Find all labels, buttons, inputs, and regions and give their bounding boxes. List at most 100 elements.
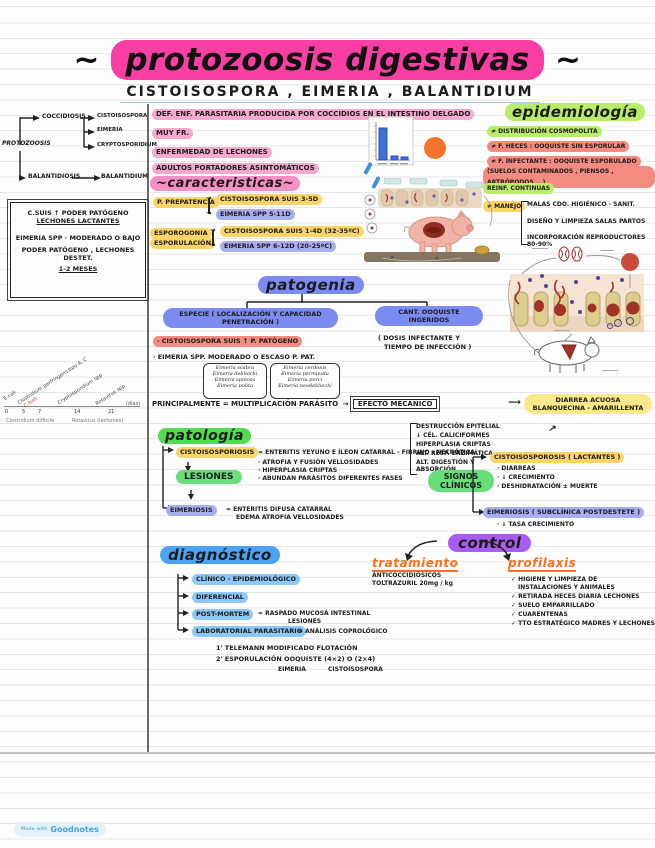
patogenia-eimeria-line: · EIMERIA SPP. MODERADO O ESCASO P. PAT. [153,353,316,361]
definition-line-3: ENFERMEDAD DE LECHONES [152,147,272,158]
tree-node-coccidiosis: COCCIDIOSIS [42,113,86,120]
patologia-bullet: · ATROFIA Y FUSIÓN VELLOSIDADES [258,459,379,466]
diag-item-3-note-1: = RASPADO MUCOSA INTESTINAL [258,610,371,617]
timeline-tick: 0 [5,409,9,415]
tratamiento-line-2: TOLTRAZURIL 20mg / kg [372,580,453,587]
species-name: Eimeria perminuta [281,371,329,377]
pathogenicity-box: C.SUIS ↑ PODER PATÓGENO LECHONES LACTANT… [7,199,149,301]
patologia-heading: patología [158,428,251,444]
prepatencia-label: P. PREPATENCIA [153,197,219,208]
pig-illustration [404,210,474,255]
tree-node-cryptosporidium: CRYPTOSPORIDIUM [97,142,157,148]
profilaxis-check: ✓ TTO ESTRATÉGICO MADRES Y LECHONES [511,620,655,627]
efecto-item: ALT. DIGESTIÓN Y ABSORCIÓN [416,459,475,473]
pathobox-line: 1-2 MESES [58,265,98,273]
signos-clinicos-bubble: SIGNOS CLÍNICOS [428,470,494,492]
profilaxis-check: ✓ SUELO EMPARRILLADO [511,602,595,609]
page-subtitle: CISTOISOSPORA , EIMERIA , BALANTIDIUM [120,84,540,103]
patologia-eimeriosis-label: EIMERIOSIS [166,505,217,516]
patologia-bullet: · HIPERPLASIA CRIPTAS [258,467,338,474]
diarrea-line: DIARREA ACUOSA [555,396,621,404]
arrow-icon [206,194,211,202]
signos-bullet: · DIARREAS [497,465,536,472]
profilaxis-check-cont: INSTALACIONES Y ANIMALES [518,584,615,591]
patogenia-cantidad-bubble: CANT. OOQUISTE INGERIDOS [375,306,483,326]
esporogonia-eimeria: EIMERIA SPP 6-12D (20-25ºC) [220,241,337,252]
timeline-axis [4,406,140,407]
patologia-eimeriosis-text-2: EDEMA ATROFIA VELLOSIDADES [236,514,344,521]
signos-line: CLÍNICOS [439,481,483,490]
efecto-item: ALT. RESP. ENZIMÁTICA [416,450,493,457]
tree-node-cistoisospora: CISTOISOSPORA [97,113,148,119]
signos-connector-lines [472,454,487,515]
species-name: Eimeria cerdonis [283,365,327,371]
species-name: Eimeria spinosa [214,377,256,383]
signos-eimeriosis-text: EIMERIOSIS ( SUBCLÍNICA POSTDESTETE ) [483,507,645,518]
timeline-tick: 7 [38,409,42,415]
prepatencia-eimeria: EIMERIA SPP 5-11D [216,209,295,220]
goodnotes-made-with: Made with [21,827,48,832]
goodnotes-badge[interactable]: Made with Goodnotes [14,822,106,837]
title-tilde-right: ~ [554,42,582,78]
epidemiologia-heading-text: epidemiología [505,103,645,121]
patogenia-efectos-list: DESTRUCCIÓN EPITELIAL ↓ CÉL. CALICIFORME… [410,423,512,475]
bar-chart-figure [368,116,414,166]
patogenia-especie-bubble: ESPECIE ( LOCALIZACIÓN Y CAPACIDAD PENET… [163,308,338,328]
definition-line-2: MUY FR. [152,128,194,139]
pathobox-line: C.SUIS ↑ PODER PATÓGENO [27,209,129,217]
pathobox-line: LECHONES LACTANTES [36,217,120,225]
epi-item-3: ≠ F. INFECTANTE : OOQUISTE ESPORULADO [487,156,641,167]
timeline-tick: 5 [22,409,26,415]
tree-node-eimeria: EIMERIA [97,127,123,133]
eimeria-species-box-a: Eimeria scabra Eimeria debliecki Eimeria… [203,363,267,399]
species-name: Eimeria scabra [215,365,255,371]
diagnostico-heading-text: diagnóstico [160,546,280,564]
efecto-item: ↓ CÉL. CALICIFORMES [416,432,490,439]
diagnostico-connector-lines [177,574,189,633]
tratamiento-heading-text: tratamiento [372,556,459,572]
timeline-footnote: Clostridium difficile [6,418,55,424]
profilaxis-heading: profilaxis [508,556,577,572]
oocyst-icons [558,246,639,271]
mecanismo-text: PRINCIPALMENTE = MULTIPLICACIÓN PARÁSITO [152,400,339,408]
epi-item-5: REINF. CONTINUAS [483,183,555,194]
patogenia-cantidad-note-1: ( DOSIS INFECTANTE Y [378,334,460,342]
epi-item-4: (SUELOS CONTAMINADOS , PIENSOS , ARTRÓPO… [483,166,655,188]
prepatencia-connector [208,198,210,214]
arrow-icon [210,226,215,234]
esporogonia-label-1: ESPOROGONIA [150,228,212,239]
signos-eimeriosis-label: EIMERIOSIS ( SUBCLÍNICA POSTDESTETE ) [483,507,645,518]
profilaxis-check: ✓ CUARENTENAS [511,611,568,618]
title-tilde-left: ~ [73,42,101,78]
esporogonia-connector [212,230,214,246]
prepatencia-cisto: CISTOISOSPORA SUIS 3-5D [216,194,323,205]
timeline-label: Rotavirus spp [94,383,127,407]
esporogonia-cisto: CISTOISOSPORA SUIS 1-4D (32-35ºC) [220,226,364,237]
tree-node-balantidium: BALANTIDIUM [101,173,149,180]
patologia-eimeriosis-text-1: = ENTERITIS DIFUSA CATARRAL [226,506,332,513]
diag-item-1: CLÍNICO - EPIDEMIOLÓGICO [192,574,301,585]
patogenia-cisto-line: · CISTOISOSPORA SUIS ↑ P. PATÓGENO [153,336,303,347]
diarrhoea-timeline-figure: E.coli Clostridium perfringens tipo A, C… [2,356,146,432]
epi-manejo-bracket: MALAS CDO. HIGIÉNICO - SANIT. DISEÑO Y L… [521,201,652,248]
diag-numbered-1: 1' TELEMANN MODIFICADO FLOTACIÓN [216,644,358,652]
epi-item-2: ≠ F. HECES : OOQUISTE SIN ESPORULAR [487,141,630,152]
diag-item-4-note: = ANÁLISIS COPROLÓGICO [298,628,388,635]
species-name: Eimeria porci [287,377,323,383]
species-name: Eimeria neodebliecki [278,383,332,389]
orange-dot [424,137,446,159]
epi-manejo-1: MALAS CDO. HIGIÉNICO - SANIT. [527,201,635,208]
diag-item-4: LABORATORIAL PARASITARIO [192,626,307,637]
arrow-icon [547,423,557,435]
epi-manejo-label: ≠ MANEJO [483,201,526,212]
diag-item-2: DIFERENCIAL [192,592,248,603]
arrow-icon [508,398,521,408]
intestinal-lifecycle-figure [508,246,644,373]
timeline-unit: (días) [126,401,141,407]
diarrea-line: BLANQUECINA - AMARILLENTA [532,404,644,412]
definition-line-1: DEF. ENF. PARASITARIA PRODUCIDA POR COCC… [152,109,475,120]
signos-line: SIGNOS [443,472,479,481]
efecto-item: DESTRUCCIÓN EPITELIAL [416,423,500,430]
diag-sublabel-eimeria: EIMERIA [278,666,306,673]
